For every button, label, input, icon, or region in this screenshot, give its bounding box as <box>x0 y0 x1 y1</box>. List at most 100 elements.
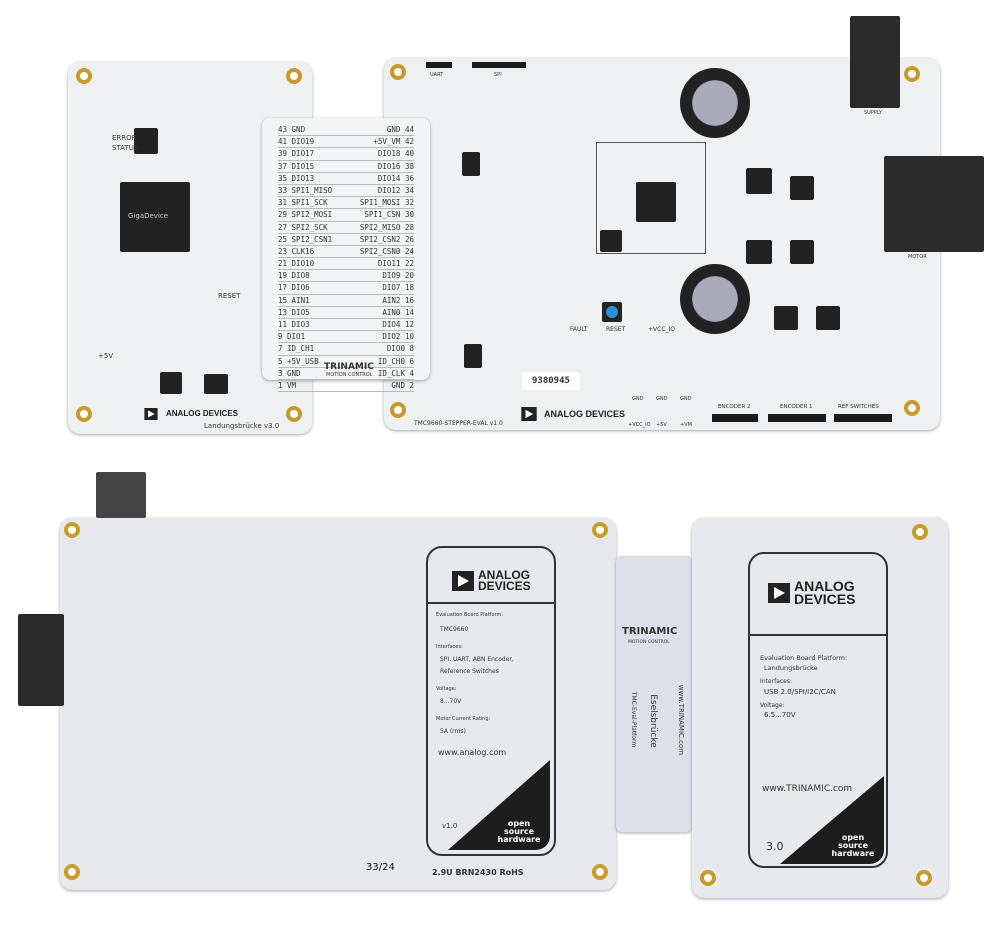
brand: ANALOG DEVICES <box>544 408 626 419</box>
platform: Landungsbrücke <box>764 664 818 672</box>
voltage-label: Voltage: <box>436 686 457 692</box>
mounting-hole <box>64 522 80 538</box>
pin-left: 9 DIO1 <box>278 332 306 342</box>
vcc-io-led-label: +VCC_IO <box>648 326 676 333</box>
usb-connector <box>96 472 146 518</box>
encoder1-header[interactable] <box>768 414 826 422</box>
pinout-row: 9 DIO1 DIO2 10 <box>278 331 414 344</box>
pin-left: 15 AIN1 <box>278 295 310 305</box>
voltage-label: Voltage: <box>760 702 785 709</box>
uart-label: UART <box>430 72 444 78</box>
trinamic-sub: MOTION CONTROL <box>326 372 373 378</box>
interfaces-2: Reference Switches <box>440 668 499 675</box>
mosfet <box>746 240 772 264</box>
pin-right: AIN0 14 <box>382 307 414 317</box>
chip <box>134 128 158 154</box>
mosfet <box>816 306 840 330</box>
testpoint-label: +VCC_IO <box>628 422 651 428</box>
board-title: Landungsbrücke v3.0 <box>204 422 280 430</box>
chip <box>462 152 480 176</box>
pin-right: AIN2 16 <box>382 295 414 305</box>
pin-right: DIO2 10 <box>382 332 414 342</box>
brand: ANALOG DEVICES <box>794 578 856 607</box>
testpoint-label: GND <box>680 396 692 402</box>
stepper-eval-board-back: ANALOG DEVICES Evaluation Board Platform… <box>60 518 616 890</box>
platform: TMC9660 <box>440 626 469 633</box>
ref-switches-label: REF SWITCHES <box>838 404 879 410</box>
pin-left: 5 +5V_USB <box>278 356 319 366</box>
analog-devices-logo: ANALOG DEVICES <box>452 568 538 593</box>
pin-right: DIO7 18 <box>382 283 414 293</box>
pin-right: DIO0 8 <box>386 344 414 354</box>
testpoint-label: GND <box>632 396 644 402</box>
pin-left: 39 DIO17 <box>278 149 315 159</box>
version: v1.0 <box>442 822 458 830</box>
pin-right: +5V_VM 42 <box>373 137 414 147</box>
pin-right: DIO12 34 <box>377 185 414 195</box>
spi-header[interactable] <box>472 62 526 68</box>
brand: ANALOG DEVICES <box>478 568 531 593</box>
terminal-block <box>18 614 64 706</box>
supply-label: SUPPLY <box>864 110 883 116</box>
info-label-card: ANALOG DEVICES Evaluation Board Platform… <box>426 546 556 856</box>
capacitor <box>680 264 750 334</box>
version: 3.0 <box>766 840 784 853</box>
pin-right: DIO14 36 <box>377 173 414 183</box>
spi-label: SPI <box>494 72 502 78</box>
motor-terminal[interactable] <box>884 156 984 252</box>
mounting-hole <box>286 406 302 422</box>
mounting-hole <box>64 864 80 880</box>
pin-right: SPI2_MISO 28 <box>359 222 414 232</box>
mcu-brand: GigaDevice <box>128 212 169 220</box>
tmc9660-chip <box>636 182 676 222</box>
mounting-hole <box>76 406 92 422</box>
pin-left: 17 DIO6 <box>278 283 310 293</box>
interfaces: SPI, UART, ABN Encoder, <box>440 656 514 663</box>
url: www.TRINAMIC.com <box>677 684 686 756</box>
supply-terminal[interactable] <box>850 16 900 108</box>
reset-button-cap[interactable] <box>606 306 618 318</box>
ref-switches-header[interactable] <box>834 414 892 422</box>
pinout-row: 15 AIN1 AIN2 16 <box>278 295 414 307</box>
pin-left: 19 DIO8 <box>278 271 310 281</box>
handwritten-note: 33/24 <box>366 862 395 873</box>
analog-devices-triangle-icon <box>768 583 790 603</box>
pinout-row: 41 DIO19+5V_VM 42 <box>278 136 414 149</box>
status-led-label: STATUS <box>112 144 139 152</box>
pin-right: SPI1_CSN 30 <box>364 210 414 220</box>
uart-header[interactable] <box>426 62 452 68</box>
mosfet <box>790 240 814 264</box>
mounting-hole <box>904 66 920 82</box>
interfaces: USB 2.0/SPI/I2C/CAN <box>764 688 836 696</box>
interfaces-label: Interfaces: <box>760 678 793 685</box>
current: 5A (rms) <box>440 728 466 735</box>
chip-outline <box>596 142 706 254</box>
reset-button[interactable] <box>602 302 622 322</box>
encoder1-label: ENCODER 1 <box>780 404 813 410</box>
trinamic-logo: TRINAMIC <box>324 362 374 372</box>
voltage: 6.5...70V <box>764 711 796 719</box>
oshw-logo: open source hardware <box>448 760 550 850</box>
current-label: Motor Current Rating: <box>436 716 491 722</box>
encoder2-header[interactable] <box>712 414 758 422</box>
mounting-hole <box>912 524 928 540</box>
url: www.analog.com <box>438 748 507 757</box>
trinamic-logo: TRINAMIC <box>622 626 678 637</box>
encoder2-label: ENCODER 2 <box>718 404 751 410</box>
trinamic-sub: MOTION CONTROL <box>628 640 670 645</box>
analog-devices-triangle-icon <box>452 571 474 591</box>
pin-left: 27 SPI2_SCK <box>278 222 328 232</box>
fault-led-label: FAULT <box>570 326 588 333</box>
error-led-label: ERROR <box>112 134 137 142</box>
